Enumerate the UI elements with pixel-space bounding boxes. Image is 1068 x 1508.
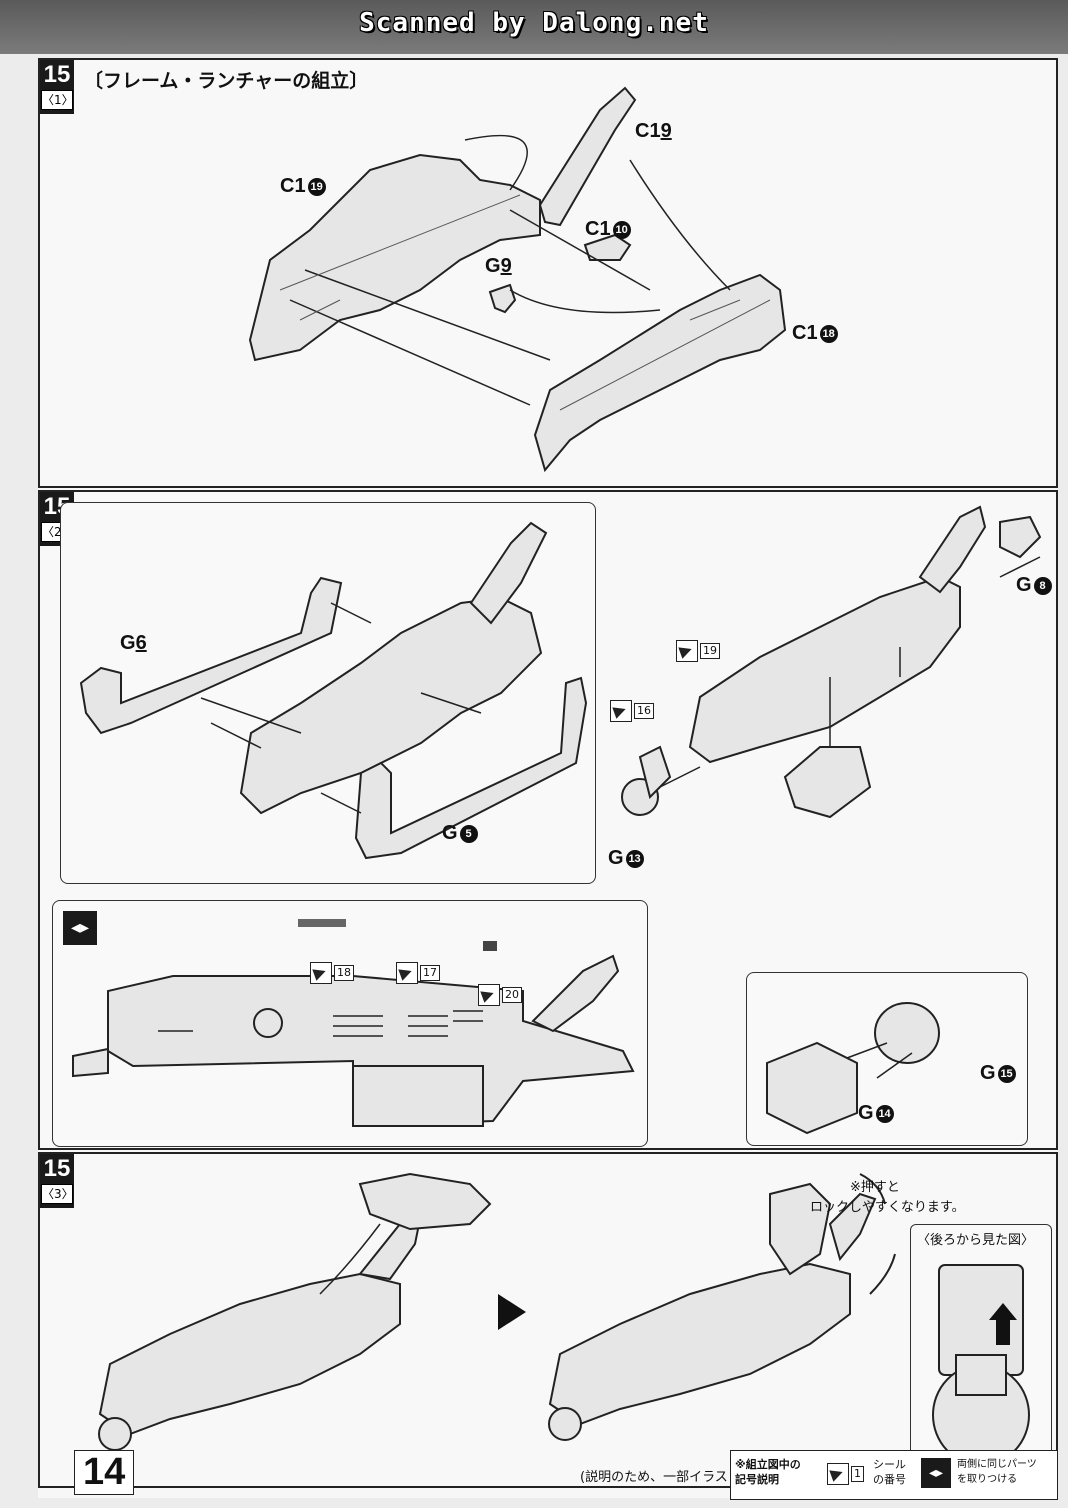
section-step-15-2: 15 〈2〉 G6 bbox=[38, 490, 1058, 1150]
sticker-17: 17 bbox=[396, 962, 440, 984]
scan-watermark: Scanned by Dalong.net bbox=[359, 8, 709, 38]
color-swatch-dark bbox=[483, 941, 497, 951]
rear-view-box: 〈後ろから見た図〉 bbox=[910, 1224, 1052, 1476]
side-view-box: ◂▸ bbox=[52, 900, 648, 1147]
legend-mirror-icon: ◂▸ bbox=[921, 1458, 951, 1488]
part-label-g-9: G9 bbox=[485, 255, 512, 277]
scan-header: Scanned by Dalong.net bbox=[0, 0, 1068, 54]
frame-assembly-illustration bbox=[248, 86, 787, 473]
sticker-icon bbox=[478, 984, 500, 1006]
step-badge: 15 〈3〉 bbox=[40, 1154, 74, 1208]
launcher-body-illustration bbox=[621, 505, 1042, 819]
up-arrow-icon bbox=[989, 1303, 1017, 1345]
side-view-illustration bbox=[72, 954, 635, 1128]
frame-attach-box bbox=[60, 502, 596, 884]
symbol-legend: ※組立図中の 記号説明 1 シール の番号 ◂▸ 両側に同じパーツ を取りつける bbox=[730, 1450, 1058, 1500]
press-note-line-2: ロックしやすくなります。 bbox=[810, 1200, 965, 1215]
part-label-g6: G6 bbox=[120, 632, 147, 654]
attach-sensor-illustration bbox=[98, 1172, 492, 1451]
legend-title-line-2: 記号説明 bbox=[735, 1473, 779, 1486]
manual-page: 15 〈1〉 〔フレーム・ランチャーの組立〕 bbox=[38, 58, 1058, 1500]
sticker-19: 19 bbox=[676, 640, 720, 662]
rear-view-illustration bbox=[932, 1264, 1030, 1466]
step-number: 15 bbox=[43, 1155, 71, 1182]
sticker-icon bbox=[310, 962, 332, 984]
part-label-c1-9: C19 bbox=[635, 120, 672, 142]
sensor-locked-illustration bbox=[548, 1173, 896, 1441]
legend-mirror-text-1: 両側に同じパーツ bbox=[957, 1459, 1037, 1470]
page-number: 14 bbox=[74, 1450, 135, 1495]
legend-sticker-text-2: の番号 bbox=[873, 1473, 906, 1486]
drum-assembly-illustration bbox=[766, 1002, 940, 1135]
legend-sticker-text-1: シール bbox=[873, 1458, 906, 1471]
rear-view-title: 〈後ろから見た図〉 bbox=[917, 1233, 1035, 1248]
sticker-icon bbox=[396, 962, 418, 984]
mirror-both-sides-icon: ◂▸ bbox=[63, 911, 97, 945]
step-badge: 15 〈1〉 bbox=[40, 60, 74, 114]
sticker-16: 16 bbox=[610, 700, 654, 722]
section-step-15-1: 15 〈1〉 〔フレーム・ランチャーの組立〕 bbox=[38, 58, 1058, 488]
next-step-arrow-icon bbox=[498, 1294, 526, 1330]
sticker-icon bbox=[610, 700, 632, 722]
sticker-icon bbox=[676, 640, 698, 662]
step-number: 15 bbox=[43, 61, 71, 88]
legend-title-line-1: ※組立図中の bbox=[735, 1458, 801, 1471]
sticker-18: 18 bbox=[310, 962, 354, 984]
frame-attach-illustration bbox=[79, 521, 588, 860]
section-title: 〔フレーム・ランチャーの組立〕 bbox=[84, 70, 369, 92]
step-sub: 〈3〉 bbox=[41, 1184, 74, 1204]
sticker-20: 20 bbox=[478, 984, 522, 1006]
sticker-icon bbox=[827, 1463, 849, 1485]
section-step-15-3: 15 〈3〉 bbox=[38, 1152, 1058, 1488]
legend-mirror-text-2: を取りつける bbox=[957, 1474, 1018, 1485]
press-note-line-1: ※押すと bbox=[850, 1180, 900, 1195]
legend-sticker-symbol: 1 bbox=[827, 1463, 864, 1485]
color-swatch-grey bbox=[298, 919, 346, 927]
step-sub: 〈1〉 bbox=[41, 90, 74, 110]
